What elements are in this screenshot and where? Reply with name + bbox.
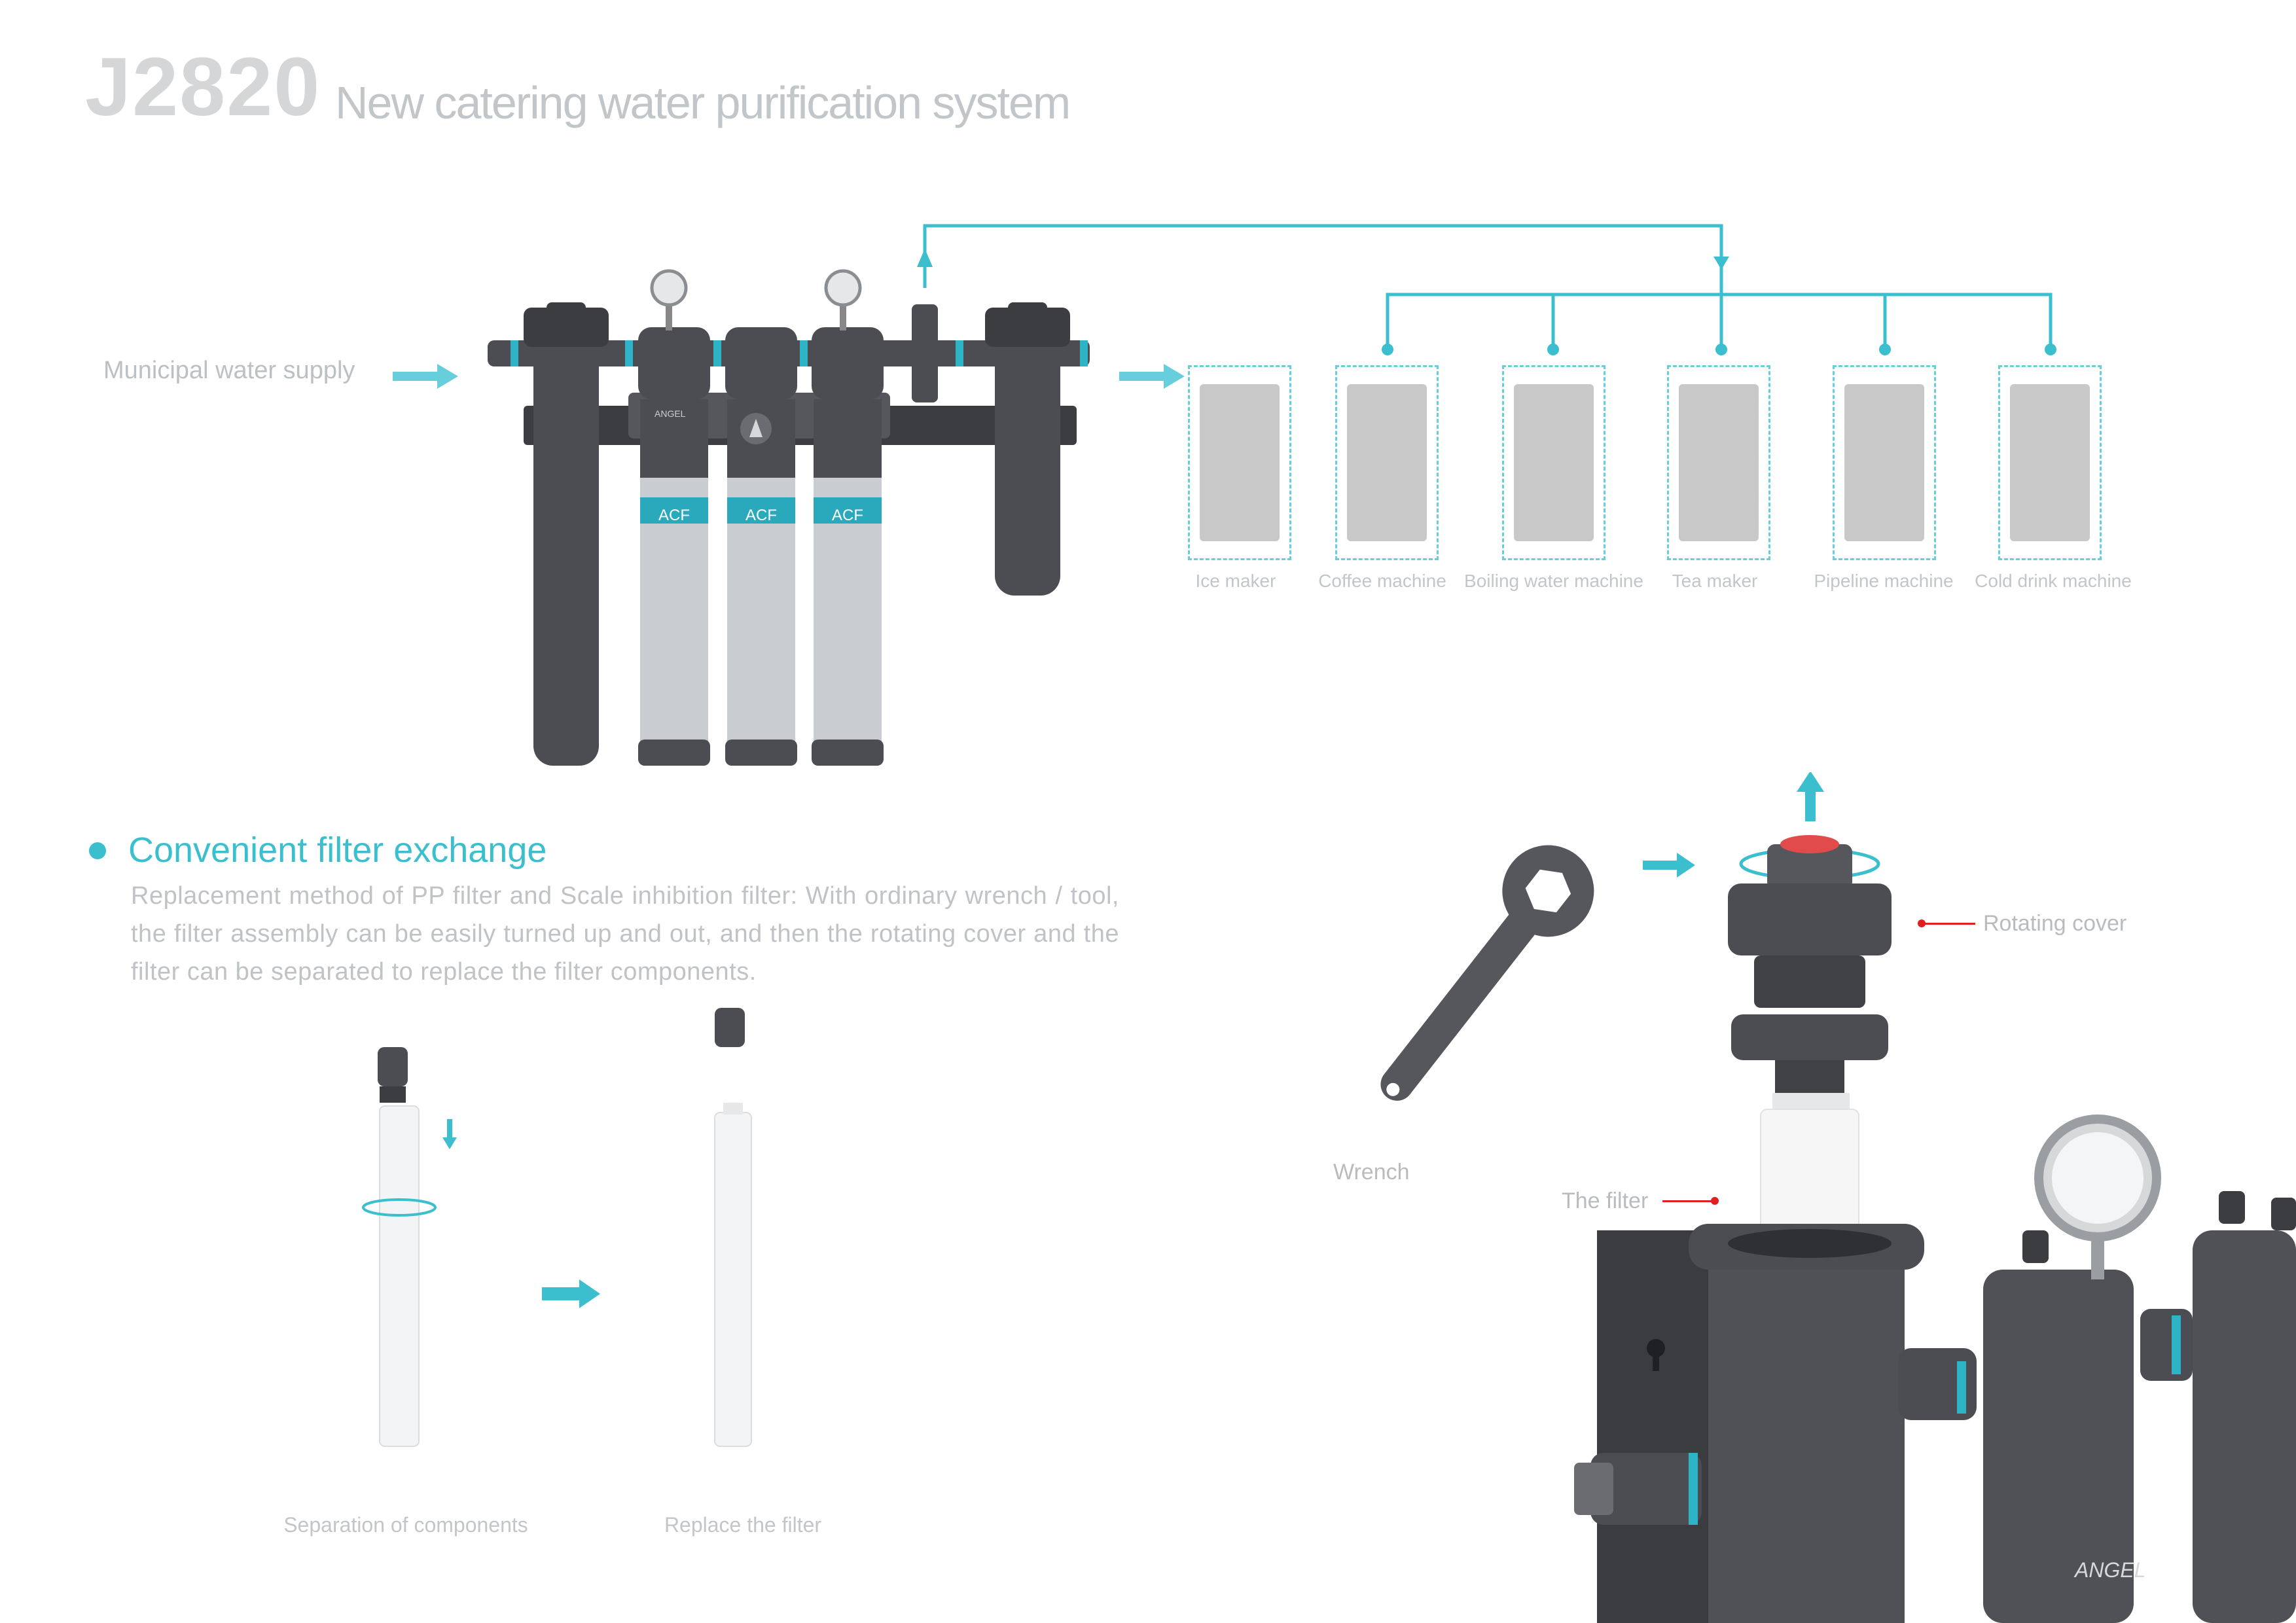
housing-body	[1574, 1224, 2296, 1623]
coffee-machine-photo	[1347, 384, 1427, 541]
ice-maker-photo	[1200, 384, 1280, 541]
device-label-coffee-machine: Coffee machine	[1318, 571, 1446, 591]
closeup-illustration: ANGEL	[1380, 772, 2296, 1623]
rotating-cover	[1728, 835, 1892, 1099]
section-description: Replacement method of PP filter and Scal…	[131, 882, 1119, 986]
device-coffee-machine	[1335, 365, 1439, 560]
supply-label: Municipal water supply	[103, 357, 355, 384]
outlet-arrow	[1119, 364, 1185, 389]
device-label-tea-maker: Tea maker	[1672, 571, 1758, 591]
tea-maker-photo	[1679, 384, 1759, 541]
device-label-cold-drink-machine: Cold drink machine	[1975, 571, 2132, 591]
pressure-gauge-icon	[2034, 1115, 2161, 1279]
svg-text:ANGEL: ANGEL	[2073, 1558, 2145, 1582]
step1-rotate-icon	[362, 1198, 437, 1217]
svg-text:ANGEL: ANGEL	[655, 408, 686, 419]
inlet-arrow	[393, 364, 458, 389]
wrench-arrow-icon	[1643, 853, 1695, 878]
device-cold-drink-machine	[1998, 365, 2102, 560]
distribution-lines	[917, 224, 2056, 355]
filter-line	[1662, 1200, 1715, 1202]
rotating-cover-line	[1923, 923, 1975, 925]
device-label-pipeline-machine: Pipeline machine	[1814, 571, 1954, 591]
pressure-gauge-2	[824, 269, 862, 330]
pipeline-machine-photo	[1844, 384, 1924, 541]
device-pipeline-machine	[1833, 365, 1936, 560]
step1-filter	[378, 1047, 420, 1447]
cold-drink-machine-photo	[2010, 384, 2090, 541]
device-boiling-water-machine	[1502, 365, 1605, 560]
step-label-separation: Separation of components	[283, 1513, 528, 1537]
filter-dot	[1711, 1197, 1719, 1205]
section-title: Convenient filter exchange	[128, 830, 547, 870]
device-label-boiling-water-machine: Boiling water machine	[1464, 571, 1643, 591]
step2-filter	[714, 1008, 752, 1447]
purification-unit	[488, 269, 1090, 766]
device-label-ice-maker: Ice maker	[1195, 571, 1276, 591]
filter-steps-illustration	[362, 1008, 752, 1447]
callout-rotating-cover: Rotating cover	[1983, 911, 2127, 936]
cartridge-2	[725, 327, 797, 766]
wrench-icon	[1380, 845, 1594, 1101]
cartridge-3	[812, 327, 884, 766]
step1-down-arrow-icon	[442, 1119, 457, 1149]
pressure-gauge-1	[650, 269, 688, 330]
svg-text:ACF: ACF	[832, 507, 863, 524]
product-code: J2820	[85, 41, 321, 133]
lift-arrow-icon	[1797, 772, 1824, 821]
step-arrow-icon	[542, 1279, 600, 1308]
svg-text:ACF: ACF	[658, 507, 690, 524]
svg-text:ACF: ACF	[745, 507, 777, 524]
step-label-replace: Replace the filter	[664, 1513, 822, 1537]
filter-cartridge	[1760, 1093, 1859, 1251]
boiling-water-machine-photo	[1514, 384, 1594, 541]
cartridge-1	[638, 327, 710, 766]
section-bullet	[89, 842, 106, 859]
callout-wrench: Wrench	[1333, 1160, 1410, 1185]
device-ice-maker	[1188, 365, 1291, 560]
device-tea-maker	[1667, 365, 1770, 560]
callout-filter: The filter	[1562, 1188, 1649, 1213]
product-subtitle: New catering water purification system	[335, 77, 1071, 128]
rotating-cover-dot	[1918, 919, 1926, 927]
